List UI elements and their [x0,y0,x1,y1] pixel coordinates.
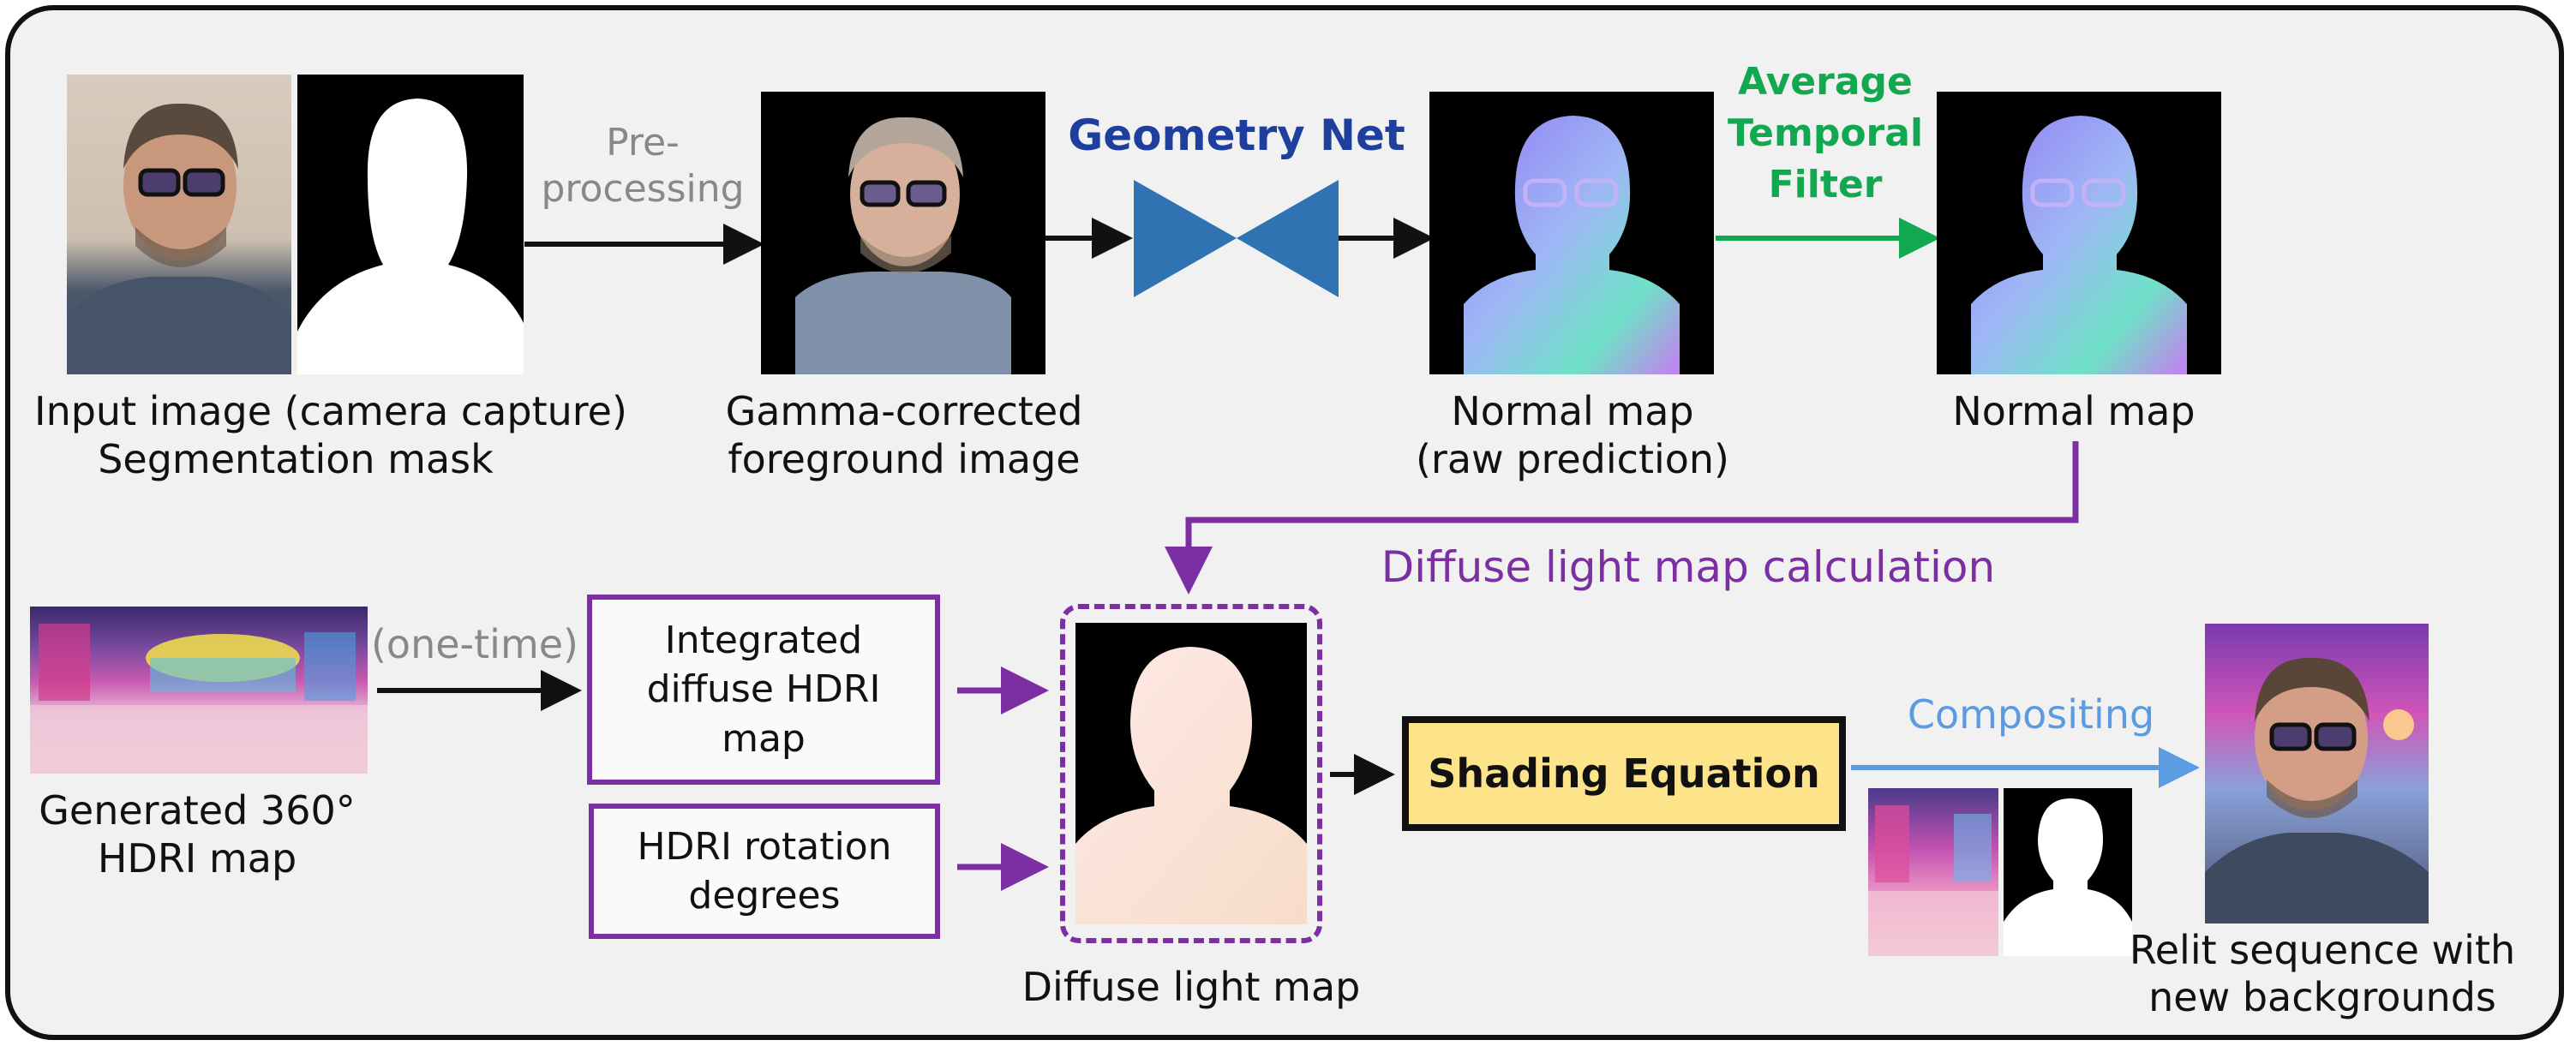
hdri-caption-line1: Generated 360° [39,787,356,834]
diffuse-calc-label: Diffuse light map calculation [1381,542,1996,592]
gamma-caption-line1: Gamma-corrected [725,388,1083,434]
temporal-filter-line2: Temporal [1727,111,1924,155]
rotation-box-line2: degrees [688,874,841,918]
integrated-box-line1: Integrated [664,619,863,663]
geometry-net-encoder-shape [1134,180,1237,297]
rotation-box-line1: HDRI rotation [637,824,892,869]
normal-raw-caption: Normal map (raw prediction) [1388,387,1757,483]
input-caption: Input image (camera capture) Segmentatio… [34,387,627,483]
diffuse-caption: Diffuse light map [1021,964,1361,1010]
input-caption-line2: Segmentation mask [98,436,494,483]
hdri-caption: Generated 360° HDRI map [17,786,377,882]
gamma-corrected-image [761,92,1045,374]
one-time-label: (one-time) [370,621,579,667]
shading-equation-box: Shading Equation [1402,716,1846,831]
temporal-filter-label: Average Temporal Filter [1722,57,1928,210]
gamma-caption-line2: foreground image [728,436,1081,483]
integrated-box-line3: map [722,716,806,761]
normal-raw-caption-line2: (raw prediction) [1415,436,1730,483]
compositing-label: Compositing [1907,691,2155,738]
normal-caption: Normal map [1952,388,2196,434]
input-caption-line1: Input image (camera capture) [34,388,627,434]
gamma-caption: Gamma-corrected foreground image [711,387,1097,483]
temporal-filter-line3: Filter [1768,162,1883,206]
preprocessing-label: Pre- processing [531,120,754,212]
diffuse-light-map-frame [1060,604,1322,943]
normal-map-filtered-image [1937,92,2221,374]
temporal-filter-line1: Average [1738,60,1913,104]
normal-raw-caption-line1: Normal map [1451,388,1694,434]
preprocessing-line1: Pre- [606,121,680,164]
hdri-caption-line2: HDRI map [97,835,297,882]
integrated-diffuse-hdri-box: Integrated diffuse HDRI map [587,595,940,785]
geometry-net-decoder-shape [1237,180,1339,297]
hdri-map-image [30,607,368,774]
integrated-box-line2: diffuse HDRI [646,667,881,712]
arrow-normal-to-diffuse [1165,441,2079,595]
composite-mask-image [2004,788,2132,956]
relit-caption-line2: new backgrounds [2148,974,2496,1021]
preprocessing-line2: processing [541,166,745,211]
hdri-rotation-box: HDRI rotation degrees [589,804,940,939]
diffuse-light-map-image [1075,623,1307,924]
relit-output-image [2205,624,2429,923]
relit-caption-line1: Relit sequence with [2129,927,2516,973]
new-background-image [1868,788,1998,956]
shading-equation-label: Shading Equation [1428,750,1820,797]
relit-caption: Relit sequence with new backgrounds [2125,927,2519,1021]
geometry-net-label: Geometry Net [1068,111,1405,160]
segmentation-mask-image [297,75,524,374]
normal-map-raw-image [1429,92,1714,374]
input-camera-image [67,75,291,374]
